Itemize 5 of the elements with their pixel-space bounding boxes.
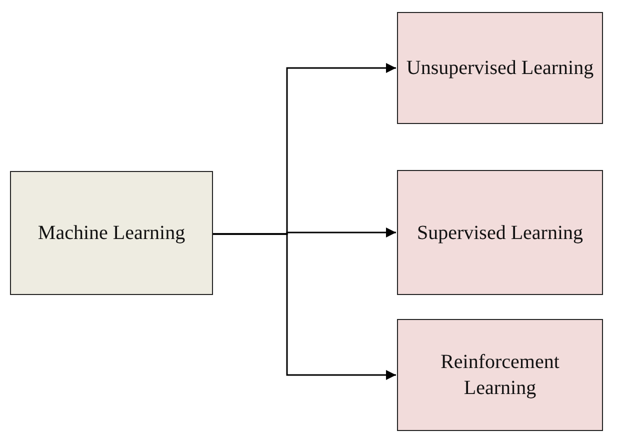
process-box: Reinforcement Learning: [397, 319, 603, 431]
process-box: Supervised Learning: [397, 170, 603, 295]
process-box: Machine Learning: [10, 171, 213, 295]
arrow: [213, 233, 396, 380]
process-box: Unsupervised Learning: [397, 12, 603, 124]
